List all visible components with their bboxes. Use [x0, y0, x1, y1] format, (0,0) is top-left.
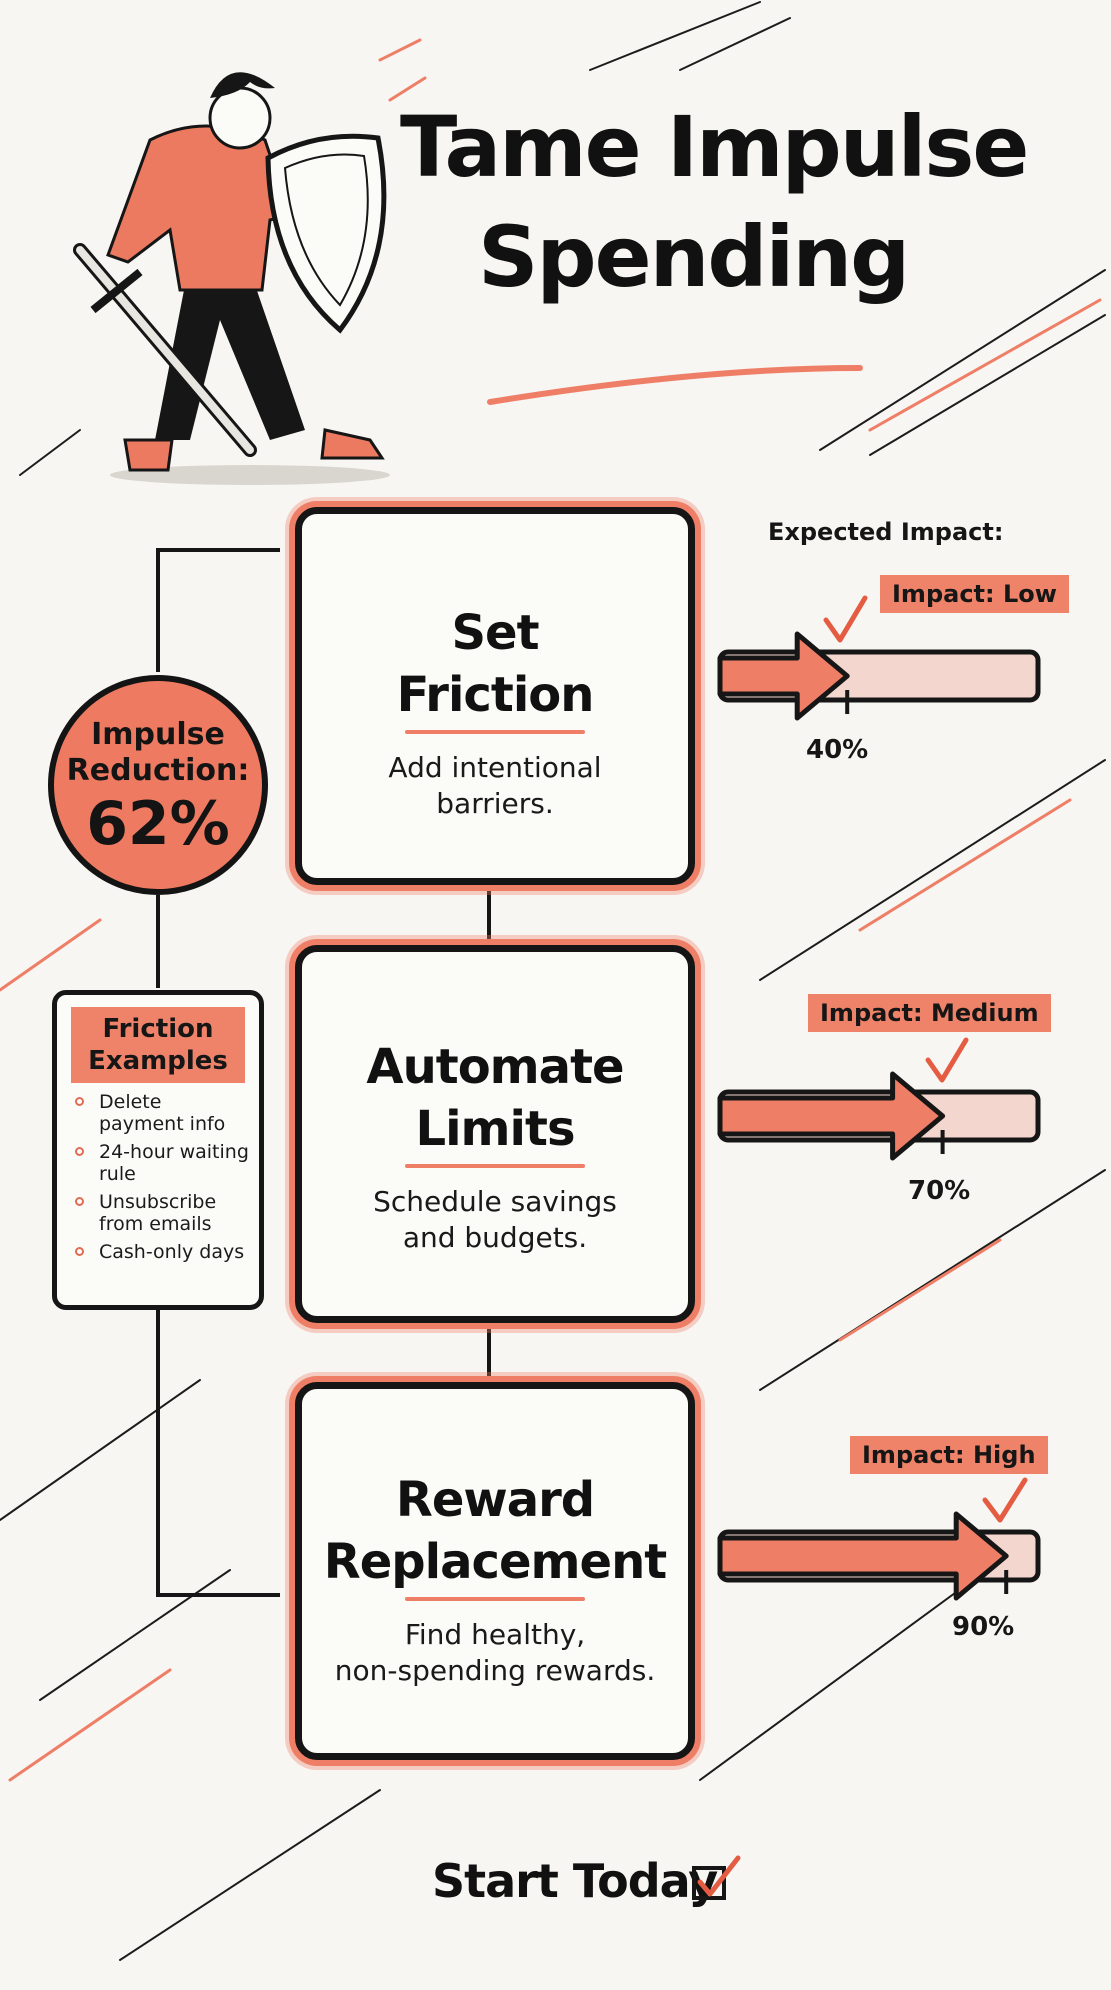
bullet-icon	[75, 1247, 84, 1256]
step-card-reward-replacement: Reward Replacement Find healthy, non-spe…	[295, 1382, 695, 1760]
step-title: Reward Replacement	[323, 1472, 667, 1590]
bullet-icon	[75, 1147, 84, 1156]
step-title: Automate Limits	[366, 1039, 624, 1157]
examples-title: Friction Examples	[71, 1007, 245, 1083]
list-item: Delete payment info	[71, 1091, 249, 1135]
list-item: 24-hour waiting rule	[71, 1141, 249, 1185]
expected-impact-label: Expected Impact:	[768, 518, 1004, 546]
impact-tag-high: Impact: High	[850, 1436, 1048, 1474]
impact-percent-low: 40%	[806, 735, 869, 765]
friction-examples-card: Friction Examples Delete payment info 24…	[52, 990, 264, 1310]
impact-percent-high: 90%	[952, 1612, 1015, 1642]
title-line-1: Tame Impulse	[400, 98, 1029, 196]
bullet-icon	[75, 1097, 84, 1106]
step-description: Find healthy, non-spending rewards.	[334, 1618, 656, 1687]
impact-tag-medium: Impact: Medium	[808, 994, 1051, 1032]
step-card-set-friction: Set Friction Add intentional barriers.	[295, 507, 695, 885]
badge-value: 62%	[86, 789, 230, 859]
impact-bar-fill-medium	[717, 1071, 946, 1161]
impact-bar-fill-low	[717, 631, 850, 721]
step-underline	[405, 1597, 585, 1601]
step-underline	[405, 1164, 585, 1168]
impact-percent-medium: 70%	[908, 1176, 971, 1206]
step-title: Set Friction	[396, 605, 595, 723]
step-description: Add intentional barriers.	[388, 751, 602, 820]
badge-label: Impulse Reduction:	[66, 717, 250, 788]
bullet-icon	[75, 1197, 84, 1206]
impact-tag-low: Impact: Low	[880, 575, 1069, 613]
impulse-reduction-badge: Impulse Reduction: 62%	[48, 675, 268, 895]
title-line-2: Spending	[478, 208, 910, 306]
impact-bar-fill-high	[717, 1511, 1009, 1601]
list-item: Unsubscribe from emails	[71, 1191, 249, 1235]
list-item: Cash-only days	[71, 1241, 249, 1263]
character-illustration	[73, 72, 390, 485]
page-title: Tame Impulse Spending	[400, 92, 1080, 312]
step-underline	[405, 730, 585, 734]
start-today-label: Start Today	[432, 1854, 718, 1908]
impact-bars	[717, 631, 1041, 1601]
examples-list: Delete payment info 24-hour waiting rule…	[57, 1091, 259, 1263]
step-description: Schedule savings and budgets.	[373, 1185, 617, 1254]
checkbox-check-icon	[692, 1855, 741, 1900]
step-card-automate-limits: Automate Limits Schedule savings and bud…	[295, 945, 695, 1323]
